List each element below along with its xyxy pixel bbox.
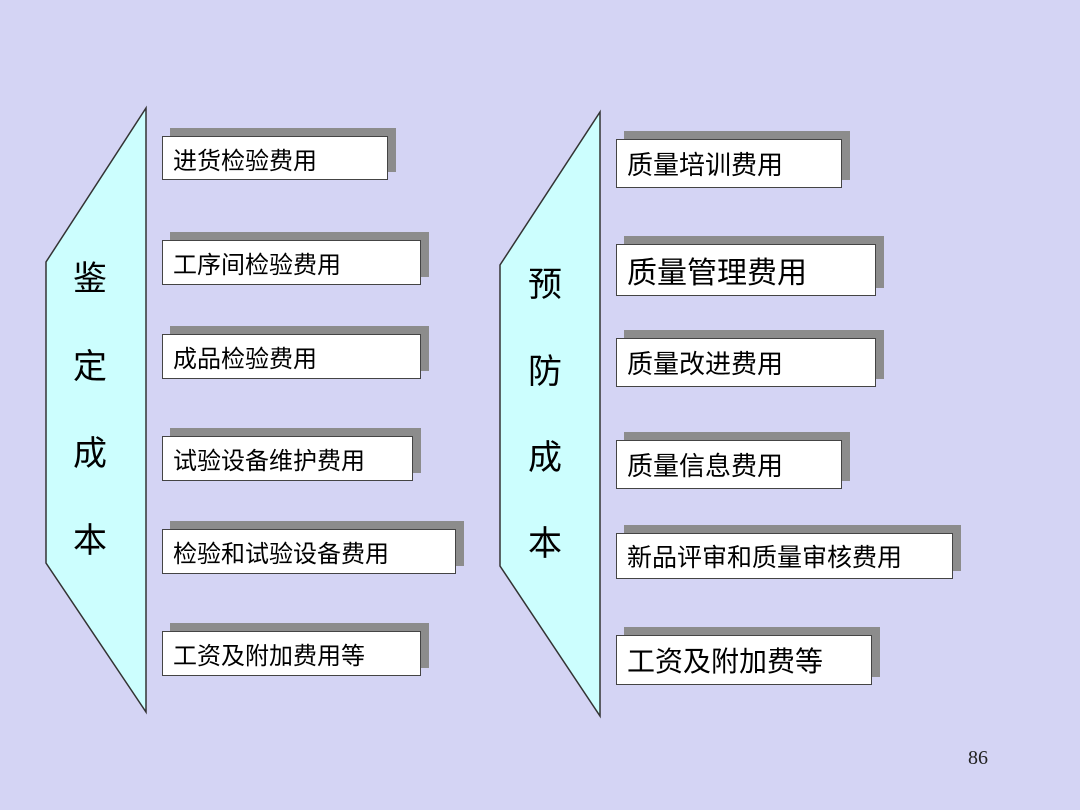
left-item-box: 成品检验费用	[162, 334, 421, 379]
right-title-char: 防	[528, 352, 562, 392]
right-item-box: 工资及附加费等	[616, 635, 872, 685]
right-item-box: 质量改进费用	[616, 338, 876, 387]
right-item-label: 质量改进费用	[627, 350, 784, 380]
left-title-char: 鉴	[73, 259, 107, 299]
left-item-label: 检验和试验设备费用	[173, 540, 389, 568]
left-item-box: 检验和试验设备费用	[162, 529, 456, 574]
right-title-char: 成	[528, 438, 562, 478]
right-title-char: 预	[528, 265, 562, 305]
left-title-char: 本	[73, 521, 107, 561]
left-item-box: 工序间检验费用	[162, 240, 421, 285]
left-item-label: 工资及附加费用等	[173, 642, 365, 670]
right-trapezoid	[499, 109, 601, 719]
page-number: 86	[968, 747, 988, 769]
right-item-box: 新品评审和质量审核费用	[616, 533, 953, 579]
left-trapezoid	[45, 105, 147, 715]
right-item-label: 新品评审和质量审核费用	[627, 543, 903, 572]
left-item-label: 进货检验费用	[173, 146, 317, 175]
right-item-box: 质量管理费用	[616, 244, 876, 296]
left-item-label: 试验设备维护费用	[173, 447, 365, 475]
left-item-box: 试验设备维护费用	[162, 436, 413, 481]
left-title-char: 定	[73, 347, 107, 387]
left-item-box: 工资及附加费用等	[162, 631, 421, 676]
right-item-box: 质量培训费用	[616, 139, 842, 188]
left-item-box: 进货检验费用	[162, 136, 388, 180]
right-item-label: 质量培训费用	[627, 151, 784, 181]
right-item-label: 质量信息费用	[627, 452, 784, 482]
left-title-char: 成	[73, 434, 107, 474]
right-item-box: 质量信息费用	[616, 440, 842, 489]
left-item-label: 成品检验费用	[173, 345, 317, 373]
left-item-label: 工序间检验费用	[173, 251, 341, 279]
right-title-char: 本	[528, 524, 562, 564]
right-item-label: 质量管理费用	[627, 256, 807, 291]
right-item-label: 工资及附加费等	[627, 645, 824, 678]
